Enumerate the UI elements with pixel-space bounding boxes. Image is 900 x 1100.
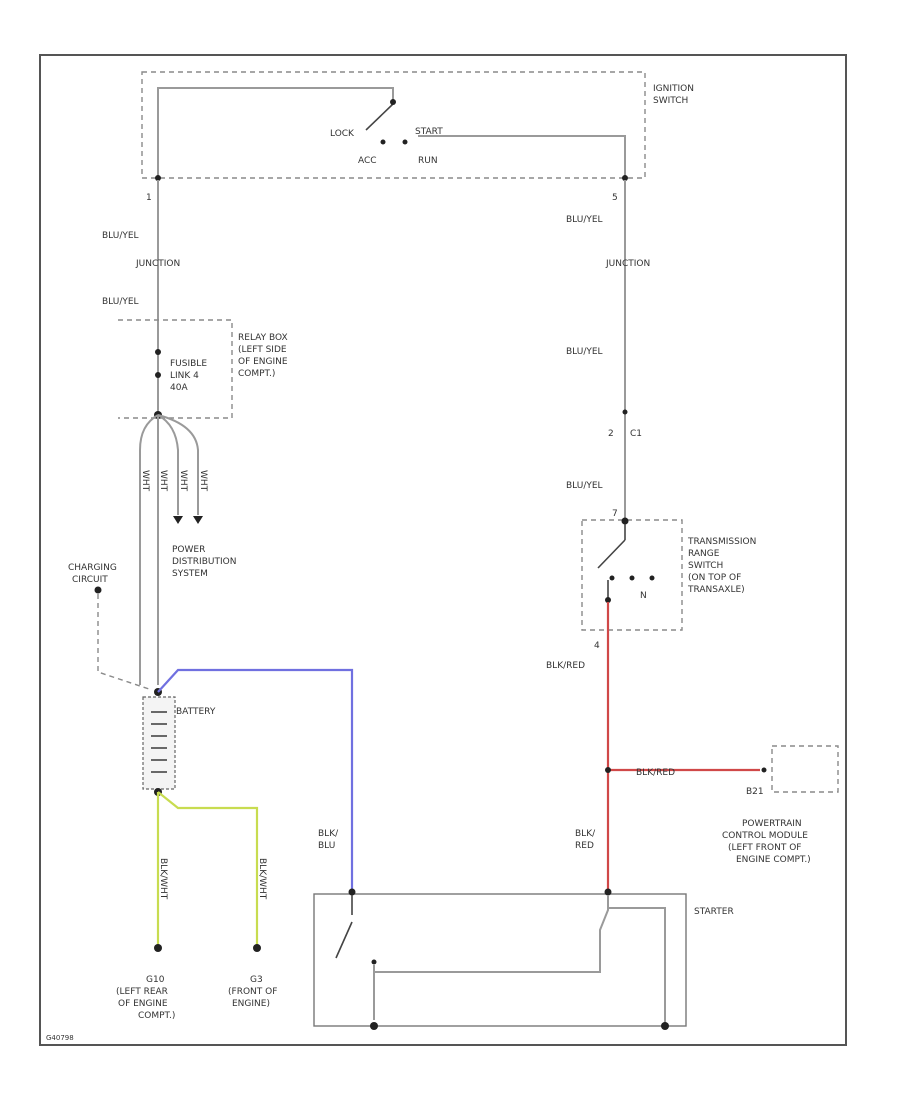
diagram-border — [39, 54, 847, 1046]
ignition-pos-lock: LOCK — [330, 129, 355, 139]
wire-label-right-blu-yel-2: BLU/YEL — [566, 347, 603, 357]
left-feed-wire: BLU/YEL JUNCTION BLU/YEL — [102, 180, 180, 415]
starter: STARTER — [313, 888, 734, 1030]
trs-pin-top: 7 — [612, 509, 618, 519]
pcm-label-2: CONTROL MODULE — [722, 831, 808, 841]
relay-box-label-4: COMPT.) — [238, 369, 275, 379]
ground-wires: BLK/WHT BLK/WHT G10 (LEFT REAR OF ENGINE… — [116, 791, 277, 1021]
battery-cable-blue — [157, 668, 354, 890]
wire-label-blk-blu-2: BLU — [318, 841, 335, 851]
ignition-pos-run: RUN — [418, 156, 438, 166]
trs-label-5: TRANSAXLE) — [687, 585, 745, 595]
wire-label-blk-red-2: BLK/RED — [636, 768, 675, 778]
fusible-link-label-2: LINK 4 — [170, 371, 199, 381]
fusible-link-label-3: 40A — [170, 383, 188, 393]
wire-label-blk-red-1: BLK/RED — [546, 661, 585, 671]
power-distribution-label-2: DISTRIBUTION — [172, 557, 236, 567]
transmission-range-switch: N 7 4 TRANSMISSION RANGE SWITCH (ON TOP … — [581, 509, 756, 651]
ground-g10-label-4: COMPT.) — [138, 1011, 175, 1021]
trs-label-3: SWITCH — [688, 561, 723, 571]
pd-wire-label-1: WHT — [140, 470, 150, 492]
battery-label: BATTERY — [176, 707, 216, 717]
right-c2-pin: 2 — [608, 429, 614, 439]
pd-wire-label-3: WHT — [178, 470, 188, 492]
charging-circuit-label-2: CIRCUIT — [72, 575, 108, 585]
power-distribution-label-3: SYSTEM — [172, 569, 208, 579]
wire-label-blk-red-3a: BLK/ — [575, 829, 596, 839]
ground-g3-label-1: G3 — [250, 975, 263, 985]
pcm-pin: B21 — [746, 787, 764, 797]
wire-label-blk-red-3b: RED — [575, 841, 594, 851]
power-distribution-label-1: POWER — [172, 545, 205, 555]
ignition-switch-label-1: IGNITION — [653, 84, 694, 94]
powertrain-control-module: B21 POWERTRAIN CONTROL MODULE (LEFT FRON… — [722, 745, 839, 865]
battery: BATTERY — [142, 688, 216, 796]
relay-box: RELAY BOX (LEFT SIDE OF ENGINE COMPT.) F… — [118, 319, 288, 419]
charging-circuit: CHARGING CIRCUIT — [68, 563, 153, 691]
ignition-switch: LOCK START ACC RUN IGNITION SWITCH 1 5 — [141, 71, 694, 203]
ignition-pos-start: START — [415, 127, 443, 137]
trs-label-1: TRANSMISSION — [687, 537, 756, 547]
relay-box-label-1: RELAY BOX — [238, 333, 288, 343]
left-connector-label: JUNCTION — [135, 259, 180, 269]
relay-box-label-3: OF ENGINE — [238, 357, 288, 367]
pcm-label-3: (LEFT FRONT OF — [728, 843, 801, 853]
wire-label-blk-blu-1: BLK/ — [318, 829, 339, 839]
ground-g10-label-2: (LEFT REAR — [116, 987, 168, 997]
ignition-switch-label-2: SWITCH — [653, 96, 688, 106]
trs-pin-bottom: 4 — [594, 641, 600, 651]
wire-label-left-blu-yel-1: BLU/YEL — [102, 231, 139, 241]
ground-wire-label-2: BLK/WHT — [257, 858, 267, 900]
ground-g10-label-3: OF ENGINE — [118, 999, 168, 1009]
starter-label: STARTER — [694, 907, 734, 917]
power-distribution-wires: WHT WHT WHT WHT POWER DISTRIBUTION SYSTE… — [139, 414, 236, 685]
starter-signal-wire: BLK/RED BLK/RED BLK/ RED — [546, 602, 760, 890]
wire-label-right-blu-yel-3: BLU/YEL — [566, 481, 603, 491]
ignition-pin-left: 1 — [146, 193, 152, 203]
pd-wire-label-2: WHT — [158, 470, 168, 492]
ground-wire-label-1: BLK/WHT — [158, 858, 168, 900]
right-connector-label: JUNCTION — [605, 259, 650, 269]
charging-circuit-label-1: CHARGING — [68, 563, 117, 573]
pcm-label-4: ENGINE COMPT.) — [736, 855, 811, 865]
ground-g10-label-1: G10 — [146, 975, 165, 985]
diagram-code: G40798 — [46, 1034, 74, 1042]
fusible-link-label-1: FUSIBLE — [170, 359, 207, 369]
right-feed-wire: BLU/YEL JUNCTION BLU/YEL 2 C1 BLU/YEL — [566, 180, 650, 518]
wire-label-right-blu-yel-1: BLU/YEL — [566, 215, 603, 225]
ground-g3-label-3: ENGINE) — [232, 999, 270, 1009]
trs-pin-n: N — [640, 591, 647, 601]
ground-g3-label-2: (FRONT OF — [228, 987, 277, 997]
ignition-pin-right: 5 — [612, 193, 618, 203]
pd-wire-label-4: WHT — [198, 470, 208, 492]
trs-label-4: (ON TOP OF — [688, 573, 741, 583]
right-c2-label: C1 — [630, 429, 642, 439]
trs-label-2: RANGE — [688, 549, 720, 559]
pcm-label-1: POWERTRAIN — [742, 819, 802, 829]
ignition-pos-acc: ACC — [358, 156, 377, 166]
wire-label-left-blu-yel-2: BLU/YEL — [102, 297, 139, 307]
relay-box-label-2: (LEFT SIDE — [238, 345, 287, 355]
